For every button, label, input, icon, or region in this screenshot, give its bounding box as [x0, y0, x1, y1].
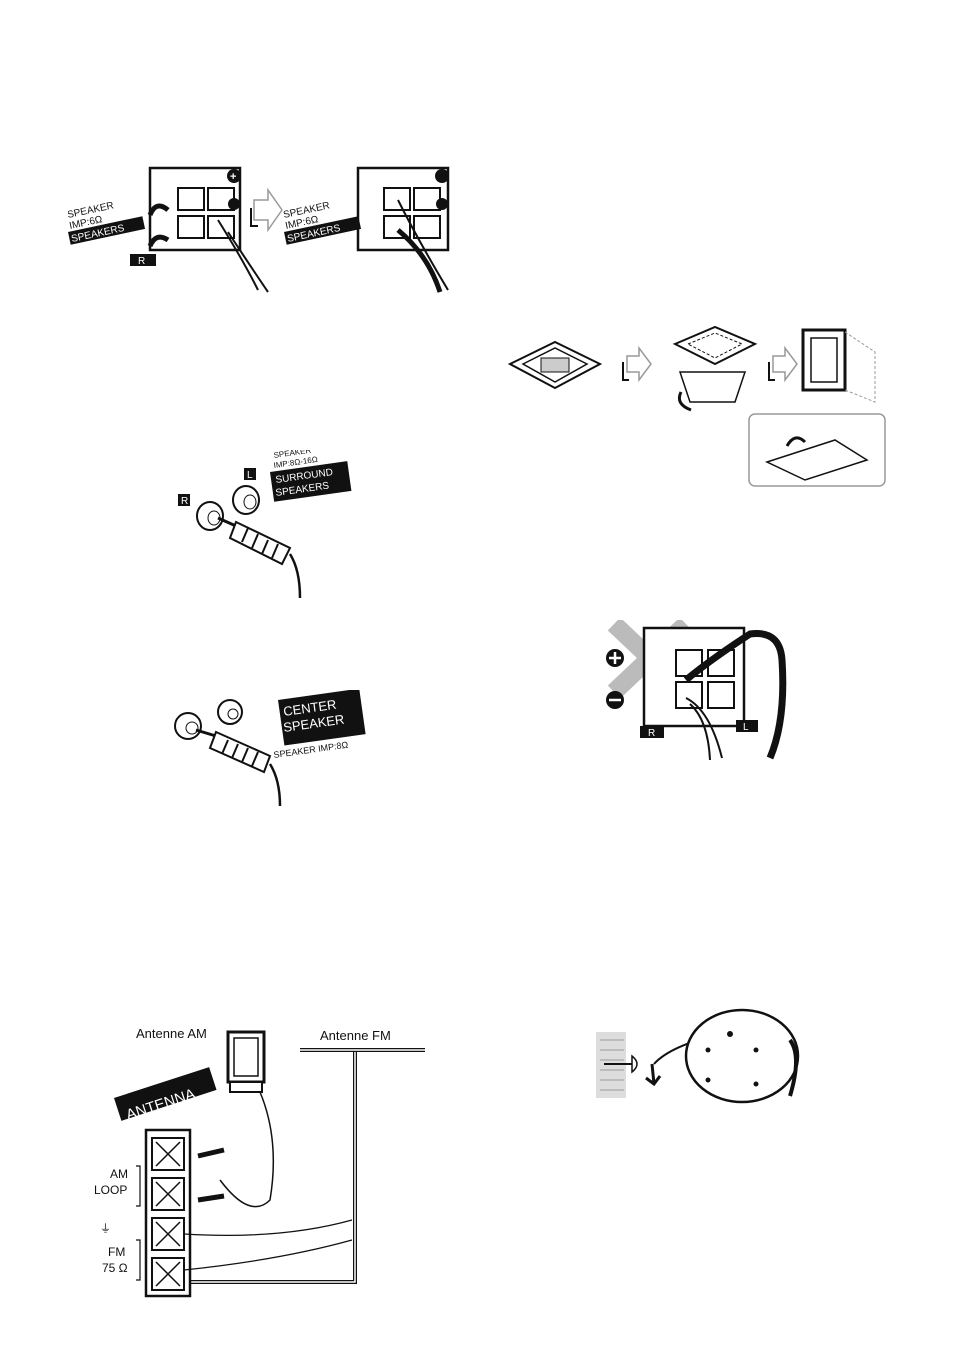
- figure-wall-mount: [590, 1000, 810, 1110]
- wrong-connection-illustration: R L: [600, 620, 800, 770]
- minus-icon: [436, 198, 448, 210]
- step-arrow-icon: [769, 348, 797, 380]
- loop-tilted: [675, 327, 755, 410]
- jack-l: [218, 700, 242, 724]
- figure-surround-speakers: R L SPEAKER IMP:8Ω-16Ω SURROUND SPEAKERS: [178, 450, 378, 600]
- speaker-terminals-illustration: + SPEAKER IMP:6Ω SPEAKERS R SPEAKER IMP:…: [68, 160, 458, 300]
- fm-wire-antenna: [190, 1050, 425, 1282]
- loop-flat: [510, 342, 600, 388]
- figure-wrong-connection: R L: [600, 620, 800, 770]
- figure-antenna-connection: Antenne AM Antenne FM ANTENNA: [80, 1020, 440, 1300]
- am-loop-antenna: [220, 1032, 273, 1207]
- arrow-down-icon: [646, 1064, 660, 1084]
- center-speaker-illustration: CENTER SPEAKER SPEAKER IMP:8Ω: [170, 690, 370, 810]
- tag-l: L: [247, 470, 253, 481]
- surround-speakers-illustration: R L SPEAKER IMP:8Ω-16Ω SURROUND SPEAKERS: [178, 450, 378, 600]
- antenna-terminal-block: [146, 1130, 352, 1296]
- step-arrow-icon: [623, 348, 651, 380]
- fm-impedance-label: 75 Ω: [102, 1261, 128, 1275]
- minus-icon: [228, 198, 240, 210]
- step-arrow-icon: [251, 190, 282, 230]
- figure-am-loop-assembly: [505, 322, 890, 490]
- svg-text:+: +: [230, 171, 236, 183]
- wall-mount-illustration: [590, 1000, 810, 1110]
- terminal-block-after: [358, 168, 448, 292]
- fm-antenna-label: Antenne FM: [320, 1028, 391, 1043]
- antenna-connection-illustration: Antenne AM Antenne FM ANTENNA: [80, 1020, 440, 1300]
- ground-icon: ⏚: [100, 1222, 111, 1235]
- am-label: AM: [110, 1167, 128, 1181]
- jack-r: [197, 502, 223, 530]
- tag-r: R: [181, 496, 188, 507]
- tag-r: R: [648, 728, 655, 739]
- plus-icon: [435, 169, 449, 183]
- loop-upright: [803, 330, 875, 402]
- loop-label: LOOP: [94, 1183, 127, 1197]
- fm-label: FM: [108, 1245, 125, 1259]
- jack-r: [175, 713, 201, 739]
- speaker-back: [686, 1010, 798, 1102]
- tag-l: L: [743, 722, 749, 733]
- jack-l: [233, 486, 259, 514]
- terminal-block-before: [150, 168, 268, 292]
- plug: [196, 730, 280, 806]
- figure-speaker-terminals: + SPEAKER IMP:6Ω SPEAKERS R SPEAKER IMP:…: [68, 160, 458, 300]
- figure-center-speaker: CENTER SPEAKER SPEAKER IMP:8Ω: [170, 690, 370, 810]
- plug: [218, 518, 300, 598]
- am-antenna-label: Antenne AM: [136, 1026, 207, 1041]
- channel-tag-r: R: [138, 256, 145, 267]
- am-loop-assembly-illustration: [505, 322, 890, 490]
